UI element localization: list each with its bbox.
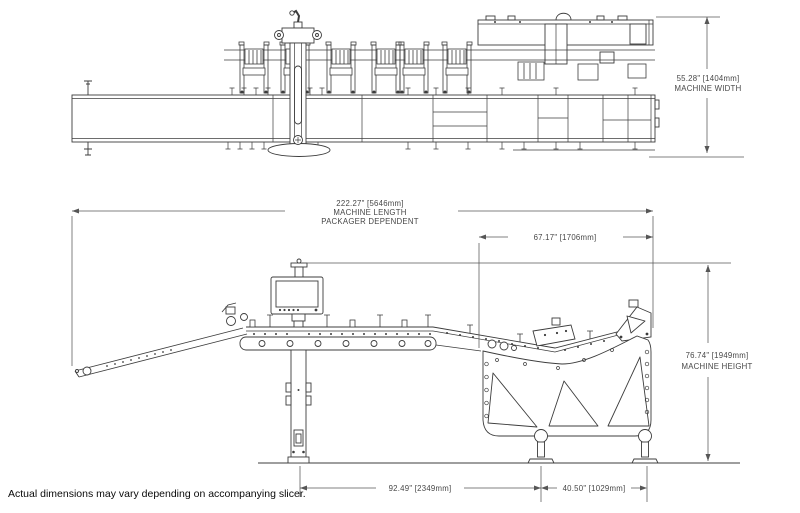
arrow-right bbox=[646, 234, 653, 240]
main-deck bbox=[239, 314, 437, 351]
machine-length-value: 222.27" [5646mm] bbox=[336, 199, 403, 208]
caption-note: Actual dimensions may vary depending on … bbox=[8, 488, 306, 500]
dim-frame-section: 67.17" [1706mm] bbox=[478, 233, 653, 348]
monitor-buttons bbox=[278, 308, 318, 312]
arrow-down bbox=[705, 454, 711, 461]
machine-length-label1: MACHINE LENGTH bbox=[333, 208, 406, 217]
dim-leg-span: 92.49" [2349mm] bbox=[299, 466, 542, 502]
machine-height-value: 76.74" [1949mm] bbox=[686, 351, 749, 360]
side-view: 222.27" [5646mm] MACHINE LENGTH PACKAGER… bbox=[71, 199, 752, 502]
feet-span-value: 40.50" [1029mm] bbox=[563, 484, 626, 493]
band-end-marks bbox=[84, 80, 92, 156]
arrow-up bbox=[704, 17, 710, 24]
infeed-conveyor bbox=[74, 302, 248, 378]
frame-foot-left bbox=[527, 458, 555, 464]
arrow-down bbox=[704, 146, 710, 153]
arrow-right bbox=[534, 485, 541, 491]
leg-span-value: 92.49" [2349mm] bbox=[389, 484, 452, 493]
frame-foot-right bbox=[631, 458, 659, 464]
post-base-plan bbox=[267, 143, 331, 157]
arrow-left bbox=[479, 234, 486, 240]
machine-length-label2: PACKAGER DEPENDENT bbox=[321, 217, 419, 226]
arrow-up bbox=[705, 265, 711, 272]
hmi-monitor bbox=[270, 258, 324, 328]
arrow-left bbox=[541, 485, 548, 491]
frame-cutout-left bbox=[487, 372, 538, 428]
monitor-post-plan bbox=[267, 9, 331, 157]
frame-plate bbox=[482, 335, 659, 464]
machine-width-value: 55.28" [1404mm] bbox=[677, 74, 740, 83]
frame-section-value: 67.17" [1706mm] bbox=[534, 233, 597, 242]
frame-cutout-right bbox=[607, 356, 650, 427]
arrow-right bbox=[646, 208, 653, 214]
monitor-screen bbox=[275, 280, 319, 308]
arrow-left bbox=[300, 485, 307, 491]
machine-width-label: MACHINE WIDTH bbox=[675, 84, 742, 93]
dim-feet-span: 40.50" [1029mm] bbox=[541, 466, 648, 502]
top-view: 55.28" [1404mm] MACHINE WIDTH bbox=[71, 9, 744, 158]
outfeed-deck bbox=[432, 299, 652, 353]
machine-height-label: MACHINE HEIGHT bbox=[681, 362, 752, 371]
deck-plate bbox=[532, 324, 576, 347]
station-modules bbox=[238, 41, 647, 94]
upper-deck bbox=[477, 12, 654, 65]
support-column bbox=[285, 349, 312, 464]
dim-machine-height: 76.74" [1949mm] MACHINE HEIGHT bbox=[304, 262, 752, 461]
arrow-left bbox=[72, 208, 79, 214]
conveyor-band bbox=[71, 80, 660, 156]
arrow-right bbox=[640, 485, 647, 491]
dim-machine-width: 55.28" [1404mm] MACHINE WIDTH bbox=[649, 16, 744, 158]
deck-handle bbox=[555, 12, 572, 21]
column-foot bbox=[287, 456, 310, 464]
dim-machine-length: 222.27" [5646mm] MACHINE LENGTH PACKAGER… bbox=[71, 199, 654, 366]
monitor-top-cap bbox=[290, 262, 308, 268]
frame-cutout-middle bbox=[548, 380, 599, 427]
